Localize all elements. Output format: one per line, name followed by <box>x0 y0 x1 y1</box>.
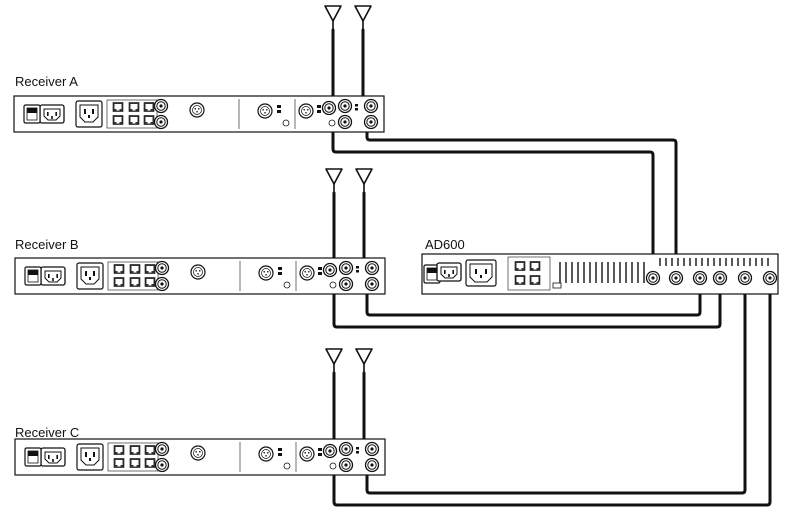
ad600-port-3 <box>692 270 708 286</box>
receiver-a-rear-panel <box>14 96 384 132</box>
cables <box>331 28 772 507</box>
cable-rx-a-out1-to-ad600 <box>331 124 655 279</box>
receiver-b-rear-panel <box>15 258 385 294</box>
receiver-b: Receiver B <box>15 237 385 294</box>
receiver-a-label: Receiver A <box>15 74 78 89</box>
ad600-port-4 <box>712 270 728 286</box>
ad600-distributor: AD600 <box>421 237 779 295</box>
ad600-vents <box>559 258 769 283</box>
ad600-port-6 <box>762 270 778 286</box>
cable-rx-b-out2-to-ad600 <box>365 278 702 317</box>
cable-rx-a-out2-to-ad600 <box>365 124 678 279</box>
antenna-icon <box>325 348 343 374</box>
antenna-icon <box>355 348 373 374</box>
receiver-c-rear-panel <box>15 439 385 475</box>
receiver-a: Receiver A <box>14 74 384 132</box>
antenna-icon <box>354 5 372 31</box>
ad600-label: AD600 <box>425 237 465 252</box>
ad600-port-1 <box>645 270 661 286</box>
receiver-c: Receiver C <box>15 425 385 475</box>
antenna-icon <box>325 168 343 194</box>
ad600-port-2 <box>668 270 684 286</box>
antenna-icon <box>355 168 373 194</box>
antenna-icon <box>324 5 342 31</box>
cable-rx-c-out1-to-ad600 <box>332 278 772 507</box>
receiver-b-label: Receiver B <box>15 237 79 252</box>
cable-rx-c-out2-to-ad600 <box>365 278 747 495</box>
cable-rx-b-out1-to-ad600 <box>332 278 722 329</box>
receiver-c-label: Receiver C <box>15 425 79 440</box>
ad600-port-5 <box>737 270 753 286</box>
